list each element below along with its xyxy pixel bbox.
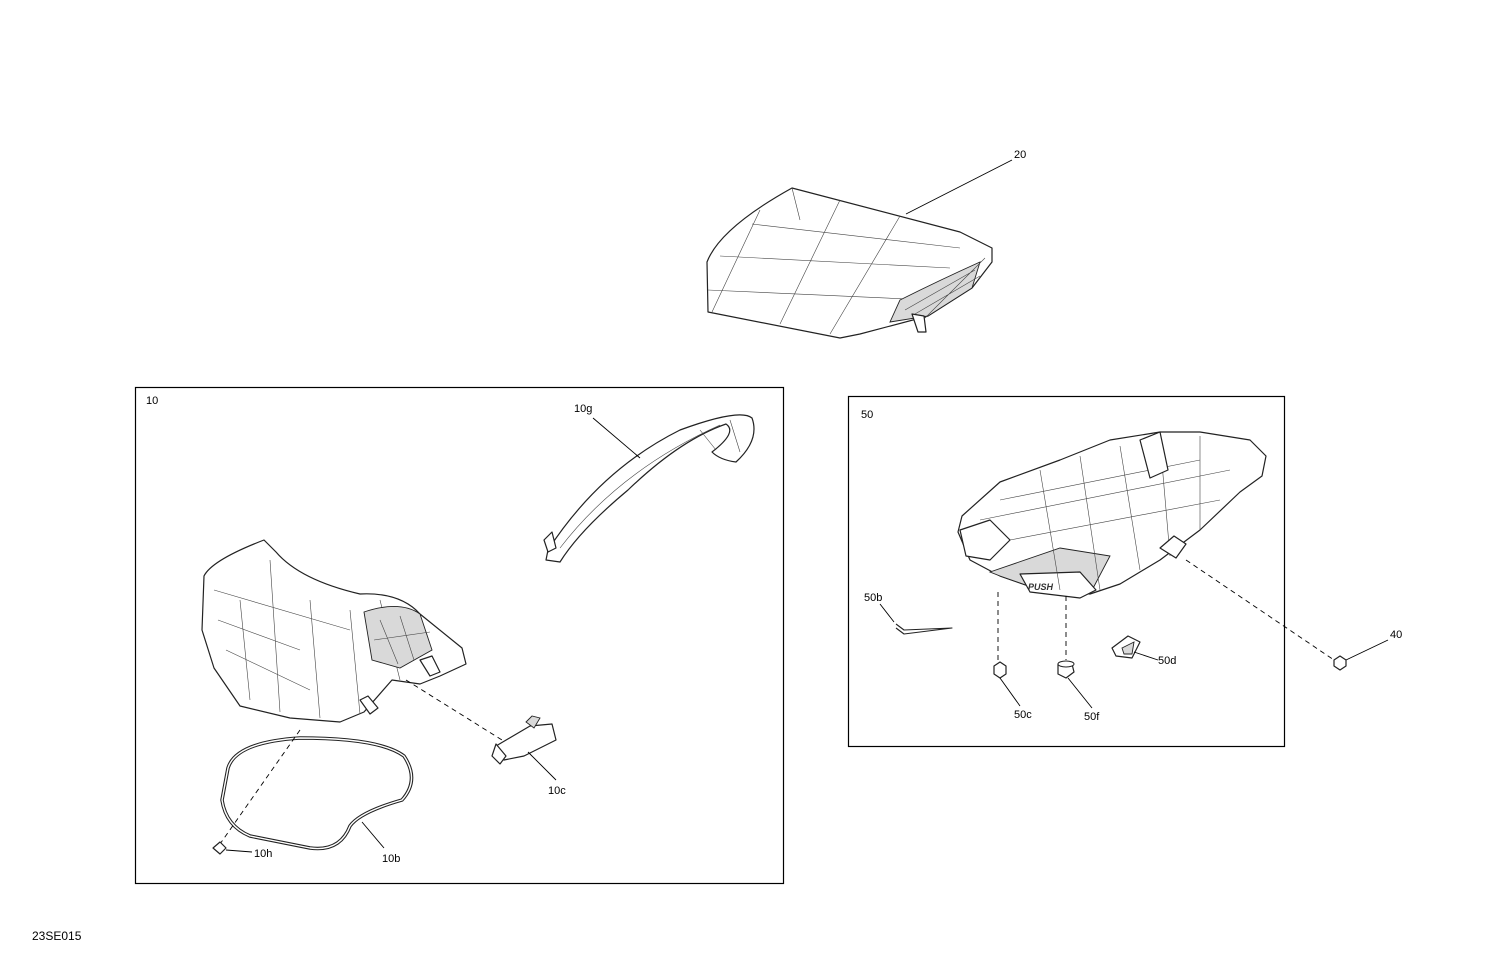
callout-50b: 50b [864, 592, 882, 604]
callout-50c: 50c [1014, 709, 1032, 721]
seat-cover-part-20: 20 [706, 149, 1026, 339]
callout-20: 20 [1014, 149, 1026, 161]
fastener-part-50f: 50f [1057, 660, 1100, 723]
callout-40: 40 [1390, 629, 1402, 641]
callout-50f: 50f [1084, 711, 1100, 723]
seat-base-part-50: PUSH [957, 431, 1267, 599]
callout-10c: 10c [548, 785, 566, 797]
callout-50d: 50d [1158, 655, 1176, 667]
callout-10b: 10b [382, 853, 400, 865]
kit-box-10: 10 10g 10c [134, 386, 785, 885]
gasket-part-10b: 10b [220, 736, 414, 865]
pin-part-50b: 50b [864, 592, 953, 635]
callout-10g: 10g [574, 403, 592, 415]
callout-50: 50 [861, 409, 873, 421]
clip-part-10h: 10h [212, 841, 272, 860]
seat-part-10 [201, 539, 467, 723]
callout-10h: 10h [254, 848, 272, 860]
push-embossed-text: PUSH [1028, 582, 1054, 592]
nut-part-50c: 50c [993, 661, 1032, 721]
bracket-part-50d: 50d [1111, 635, 1176, 667]
latch-part-10c: 10c [491, 715, 566, 797]
kit-box-50: 50 PUSH 50b 50c [847, 395, 1335, 748]
drawing-code: 23SE015 [32, 929, 82, 943]
strap-part-10g: 10g [543, 403, 755, 563]
screw-part-40: 40 [1333, 629, 1402, 671]
callout-10: 10 [146, 395, 158, 407]
